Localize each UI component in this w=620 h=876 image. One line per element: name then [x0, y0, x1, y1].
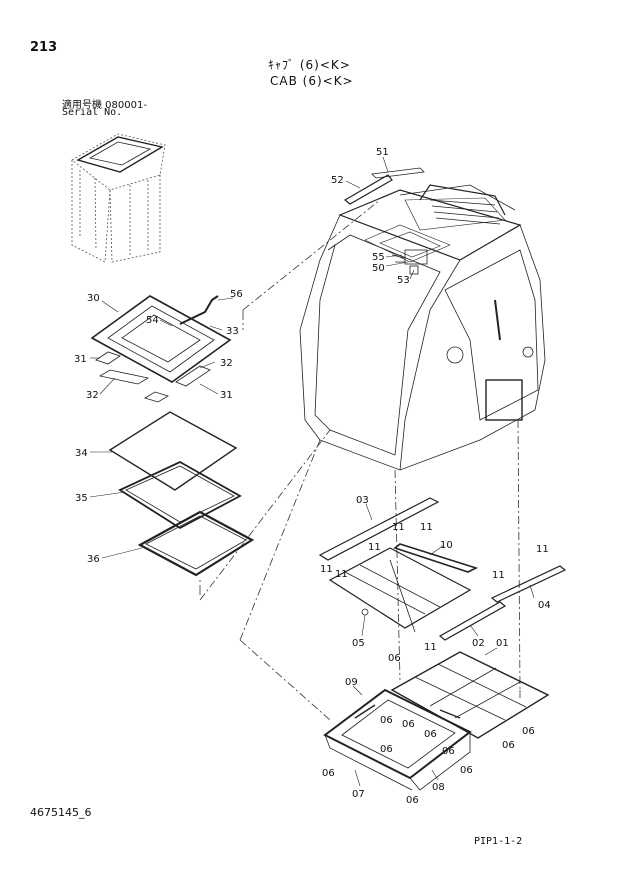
- callout-36: 36: [87, 554, 100, 565]
- roof-frame-07-08-09: [323, 688, 472, 791]
- callout-32-right: 32: [220, 358, 233, 369]
- callout-06-e: 06: [424, 729, 437, 740]
- callout-10: 10: [440, 540, 453, 551]
- callout-11-e: 11: [320, 564, 333, 575]
- callout-06-i: 06: [460, 765, 473, 776]
- cab-frame: [299, 184, 546, 471]
- trim-10: [393, 543, 479, 573]
- callout-11-f: 11: [335, 569, 348, 580]
- headliner-05: [328, 547, 472, 633]
- callout-50: 50: [372, 263, 385, 274]
- callout-07: 07: [352, 789, 365, 800]
- page-title-japanese: ｷｬﾌﾞ (6)<K>: [268, 58, 351, 72]
- document-number: 4675145_6: [30, 806, 92, 819]
- wiper-arm: [343, 167, 425, 205]
- callout-06-g: 06: [380, 744, 393, 755]
- callout-52: 52: [331, 175, 344, 186]
- callout-11-g: 11: [492, 570, 505, 581]
- callout-35: 35: [75, 493, 88, 504]
- callout-11-d: 11: [536, 544, 549, 555]
- callout-06-j: 06: [322, 768, 335, 779]
- callout-11-b: 11: [420, 522, 433, 533]
- callout-06-k: 06: [406, 795, 419, 806]
- assembly-guide-lines: [199, 199, 521, 721]
- callout-06-b: 06: [380, 715, 393, 726]
- molding-02: [438, 601, 507, 641]
- callout-55: 55: [372, 252, 385, 263]
- callout-34: 34: [75, 448, 88, 459]
- callout-11-h: 11: [424, 642, 437, 653]
- callout-06-f: 06: [502, 740, 515, 751]
- callout-30: 30: [87, 293, 100, 304]
- page-number: 213: [30, 40, 58, 55]
- callout-54: 54: [146, 315, 159, 326]
- left-stack-outline: [199, 310, 244, 595]
- callout-01: 01: [496, 638, 509, 649]
- callout-06-d: 06: [522, 726, 535, 737]
- molding-03: [318, 497, 440, 561]
- latch-assembly: [391, 249, 428, 275]
- callout-04: 04: [538, 600, 551, 611]
- callout-08: 08: [432, 782, 445, 793]
- callout-11-c: 11: [368, 542, 381, 553]
- frame-part-30: [90, 295, 232, 383]
- callout-02: 02: [472, 638, 485, 649]
- molding-04: [490, 565, 567, 603]
- seal-frame-36: [137, 510, 255, 577]
- callout-06-h: 06: [442, 746, 455, 757]
- serial-label-japanese: 適用号機 080001-: [62, 100, 147, 111]
- callout-53: 53: [397, 275, 410, 286]
- cab-thumbnail-roof-glass: [76, 136, 164, 173]
- figure-reference: PIP1-1-2: [474, 836, 523, 847]
- cab-thumbnail: [71, 133, 166, 263]
- page-title-english: CAB (6)<K>: [270, 74, 354, 88]
- callout-31-lower: 31: [220, 390, 233, 401]
- callout-33: 33: [226, 326, 239, 337]
- callout-09: 09: [345, 677, 358, 688]
- serial-label-english: Serial No.: [62, 107, 123, 118]
- callout-51: 51: [376, 147, 389, 158]
- seal-strip-31-32: [95, 351, 211, 403]
- callout-05: 05: [352, 638, 365, 649]
- callout-06-a: 06: [388, 653, 401, 664]
- roof-panel-34: [108, 411, 238, 491]
- callout-56: 56: [230, 289, 243, 300]
- callout-03: 03: [356, 495, 369, 506]
- callout-leaders: [89, 156, 535, 787]
- seal-frame-35: [118, 460, 242, 530]
- callout-11-a: 11: [392, 522, 405, 533]
- callout-31-upper: 31: [74, 354, 87, 365]
- callout-06-c: 06: [402, 719, 415, 730]
- callout-32-left: 32: [86, 390, 99, 401]
- hose-part-56: [179, 295, 219, 325]
